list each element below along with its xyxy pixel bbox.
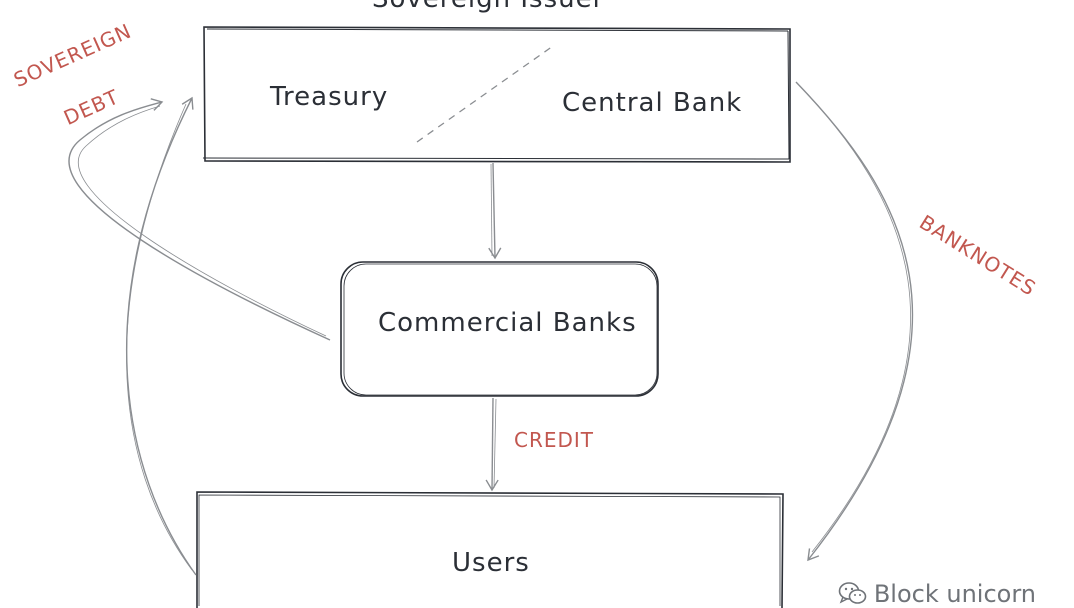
arrow-banknotes <box>795 81 914 562</box>
issuer-divider-line <box>416 45 554 143</box>
sovereign-issuer-title: Sovereign Issuer <box>372 0 604 14</box>
arrow-sovereign-debt-users <box>126 96 197 576</box>
commercial-banks-label: Commercial Banks <box>378 308 637 338</box>
treasury-label: Treasury <box>270 82 389 112</box>
arrow-sovereign-debt-banks <box>68 98 331 341</box>
central-bank-label: Central Bank <box>562 88 743 118</box>
credit-label: CREDIT <box>514 428 595 452</box>
watermark-text: Block unicorn <box>873 580 1036 608</box>
users-label: Users <box>452 548 530 578</box>
wechat-icon <box>838 582 867 604</box>
watermark: Block unicorn <box>838 580 1036 608</box>
arrow-credit <box>485 397 499 492</box>
users-box <box>196 491 784 608</box>
commercial-banks-box <box>340 261 659 397</box>
arrow-issuer-to-banks <box>488 162 502 260</box>
sovereign-issuer-box <box>202 26 791 163</box>
